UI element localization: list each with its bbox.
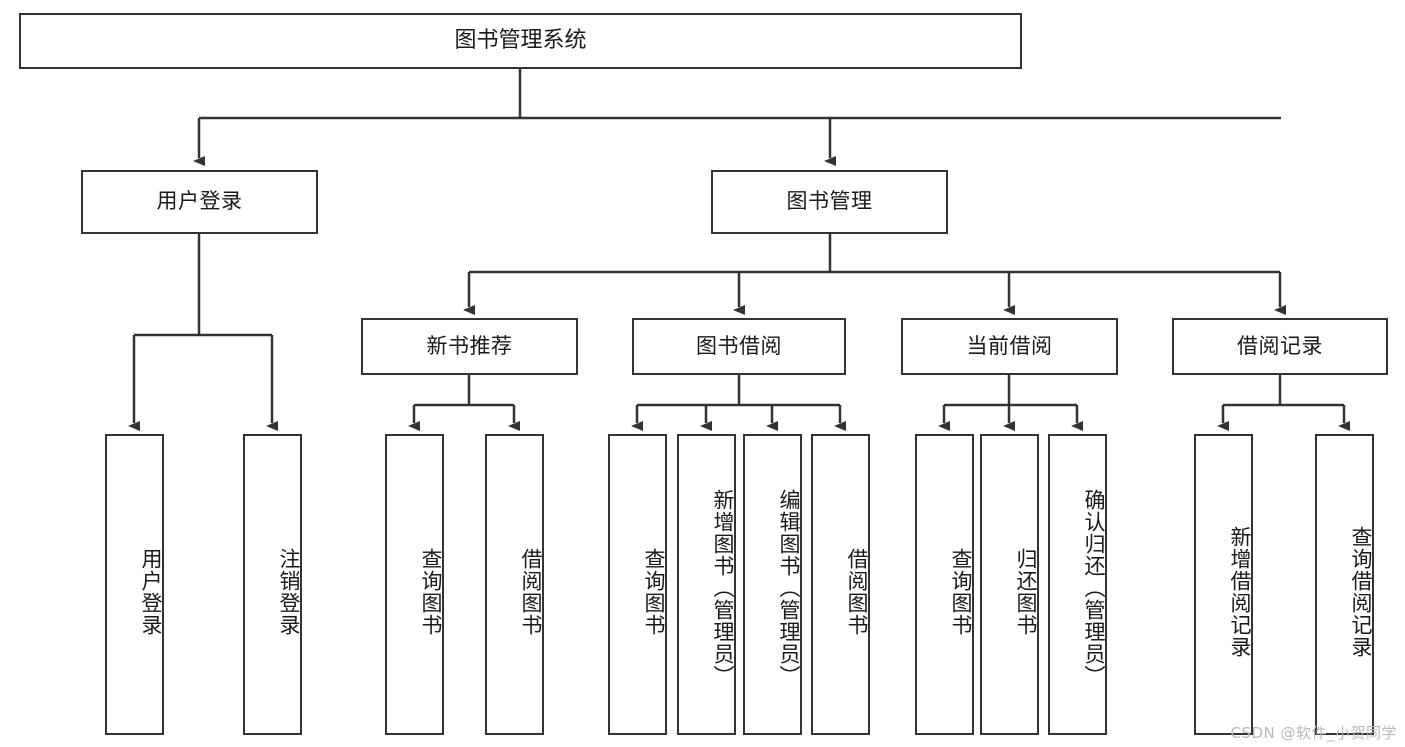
leaf-label: 注销登录 xyxy=(277,547,301,636)
node-borrow-record[interactable]: 借阅记录 xyxy=(1172,318,1388,375)
leaf-user-login[interactable]: 用户登录 xyxy=(105,434,164,735)
leaf-label: 查询借阅记录 xyxy=(1349,525,1373,658)
leaf-borrow-book[interactable]: 借阅图书 xyxy=(811,434,870,735)
node-book-borrow[interactable]: 图书借阅 xyxy=(632,318,846,375)
leaf-label: 归还图书 xyxy=(1014,547,1038,636)
leaf-query-book-current[interactable]: 查询图书 xyxy=(915,434,974,735)
node-user-login[interactable]: 用户登录 xyxy=(81,170,318,234)
leaf-label: 新增借阅记录 xyxy=(1228,525,1252,658)
leaf-label: 查询图书 xyxy=(949,547,973,636)
leaf-confirm-return[interactable]: 确认归还（管理员） xyxy=(1048,434,1107,735)
leaf-query-book-borrow[interactable]: 查询图书 xyxy=(608,434,667,735)
leaf-label: 借阅图书 xyxy=(519,547,543,636)
leaf-query-borrow-record[interactable]: 查询借阅记录 xyxy=(1315,434,1374,735)
leaf-label: 查询图书 xyxy=(642,547,666,636)
leaf-edit-book[interactable]: 编辑图书（管理员） xyxy=(743,434,802,735)
csdn-watermark: CSDN @软件_小贺同学 xyxy=(1230,724,1397,742)
leaf-label: 借阅图书 xyxy=(845,547,869,636)
leaf-borrow-book-recommend[interactable]: 借阅图书 xyxy=(485,434,544,735)
leaf-return-book[interactable]: 归还图书 xyxy=(980,434,1039,735)
node-current-borrow[interactable]: 当前借阅 xyxy=(901,318,1118,375)
leaf-label: 编辑图书（管理员） xyxy=(777,488,801,687)
leaf-label: 确认归还（管理员） xyxy=(1082,488,1106,687)
leaf-add-book[interactable]: 新增图书（管理员） xyxy=(677,434,736,735)
leaf-logout-login[interactable]: 注销登录 xyxy=(243,434,302,735)
leaf-label: 新增图书（管理员） xyxy=(711,488,735,687)
leaf-label: 查询图书 xyxy=(419,547,443,636)
node-new-book-recommend[interactable]: 新书推荐 xyxy=(361,318,578,375)
leaf-add-borrow-record[interactable]: 新增借阅记录 xyxy=(1194,434,1253,735)
node-book-manage[interactable]: 图书管理 xyxy=(711,170,948,234)
node-root-system[interactable]: 图书管理系统 xyxy=(19,13,1022,69)
leaf-query-book-recommend[interactable]: 查询图书 xyxy=(385,434,444,735)
leaf-label: 用户登录 xyxy=(139,547,163,636)
